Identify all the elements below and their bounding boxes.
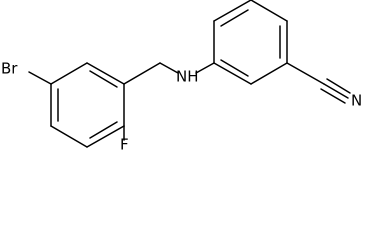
atom-label-amine: NH <box>176 68 199 86</box>
bond-ring2-inner-3 <box>220 59 249 77</box>
bond-cn-triple-3 <box>320 88 346 104</box>
bond-ch2-nh <box>159 62 179 74</box>
bond-cn-triple-2 <box>326 78 351 94</box>
bond-ring2-b <box>213 0 252 22</box>
bond-ring1-ch2 <box>123 62 161 85</box>
structure-canvas: Br F NH N <box>1 0 363 152</box>
bond-ring1-a <box>86 62 125 85</box>
fluorobromophenyl-ring <box>50 62 125 148</box>
bond-ring1-inner-1 <box>89 70 118 88</box>
bond-ring2-e <box>250 62 288 85</box>
bond-ring1-inner-2 <box>89 121 118 139</box>
benzonitrile-ring <box>213 0 288 85</box>
atom-label-fluorine: F <box>120 136 129 152</box>
bond-cn-triple-1 <box>323 83 349 99</box>
bond-ring1-d <box>50 125 88 148</box>
bond-ring2-cn <box>286 62 325 85</box>
bond-ring1-f <box>50 62 88 85</box>
bond-ring2-inner-1 <box>220 9 249 27</box>
bond-nh-ring2 <box>195 62 215 74</box>
atom-label-nitrile-nitrogen: N <box>351 92 362 110</box>
bond-ring1-c <box>86 125 125 148</box>
bond-ring2-c <box>250 0 288 22</box>
bond-c-br <box>28 71 52 85</box>
nitrile-triple-bond <box>320 78 351 104</box>
molecule-diagram: Br F NH N <box>1 0 362 152</box>
bond-ring2-f <box>213 62 252 85</box>
atom-label-bromine: Br <box>1 60 18 78</box>
